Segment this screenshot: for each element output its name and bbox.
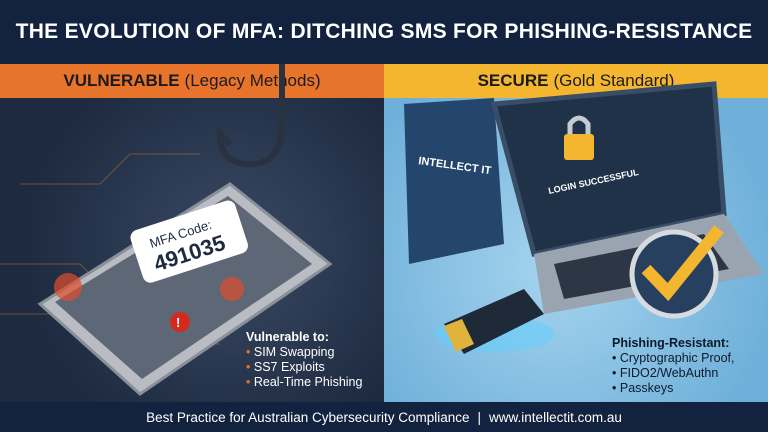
list-item: Cryptographic Proof, xyxy=(612,351,735,366)
footer-text: Best Practice for Australian Cybersecuri… xyxy=(146,409,470,425)
page-title: THE EVOLUTION OF MFA: DITCHING SMS FOR P… xyxy=(0,0,768,64)
laptop-icon xyxy=(490,81,764,314)
security-key-icon xyxy=(434,289,554,354)
list-item: Passkeys xyxy=(612,381,735,396)
secure-panel: SECURE(Gold Standard) INTELLECT IT LOGIN… xyxy=(384,64,768,402)
secure-sublabel: (Gold Standard) xyxy=(553,71,675,90)
footer-separator: | xyxy=(477,409,482,425)
list-item: FIDO2/WebAuthn xyxy=(612,366,735,381)
sms-bubble xyxy=(130,200,248,283)
list-heading: Vulnerable to: xyxy=(246,330,329,344)
vulnerable-header: VULNERABLE(Legacy Methods) xyxy=(0,64,384,98)
list-heading: Phishing-Resistant: xyxy=(612,336,730,350)
phone-hook-illustration: ! MFA Code: 491035 xyxy=(0,64,333,396)
warning-icon xyxy=(170,312,190,332)
vulnerabilities-list: Vulnerable to: SIM Swapping SS7 Exploits… xyxy=(246,330,362,390)
footer-url: www.intellectit.com.au xyxy=(489,409,622,425)
list-item: SIM Swapping xyxy=(246,345,362,360)
checkmark-badge-icon xyxy=(629,225,724,319)
phishing-resistant-list: Phishing-Resistant: Cryptographic Proof,… xyxy=(612,336,735,396)
laptop-key-illustration: INTELLECT IT LOGIN SUCCESSFUL xyxy=(404,81,764,354)
vulnerable-sublabel: (Legacy Methods) xyxy=(184,71,321,90)
footer: Best Practice for Australian Cybersecuri… xyxy=(0,402,768,432)
list-item: Real-Time Phishing xyxy=(246,375,363,390)
secure-label: SECURE xyxy=(477,71,549,90)
alert-glow-icon xyxy=(220,277,244,301)
vulnerable-panel: VULNERABLE(Legacy Methods) ! MFA Code: 4… xyxy=(0,64,384,402)
alert-glow-icon xyxy=(54,273,82,301)
padlock-icon xyxy=(564,115,594,160)
svg-text:!: ! xyxy=(176,315,180,330)
fishing-hook-icon xyxy=(216,64,285,168)
list-item: SS7 Exploits xyxy=(246,360,362,375)
vulnerable-label: VULNERABLE xyxy=(63,71,180,90)
